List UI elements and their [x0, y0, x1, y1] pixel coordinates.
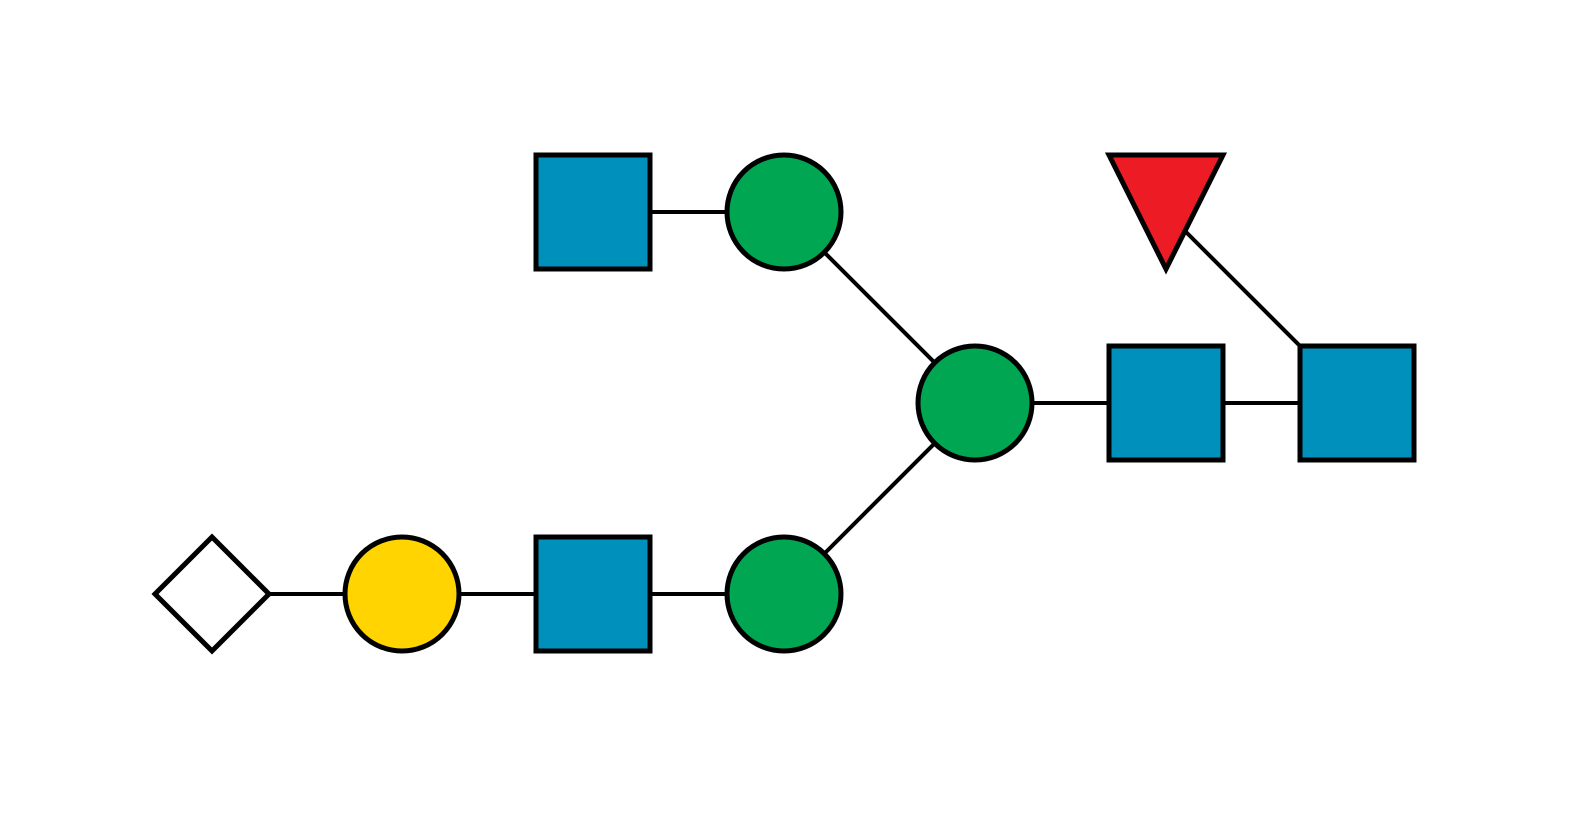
blue-square-icon: [533, 534, 653, 654]
blue-square-icon: [1106, 343, 1226, 463]
green-circle-icon: [724, 534, 844, 654]
green-circle-icon: [724, 152, 844, 272]
residue-symbols: [151, 152, 1417, 655]
green-circle-icon: [915, 343, 1035, 463]
blue-square-icon: [1297, 343, 1417, 463]
yellow-circle-icon: [342, 534, 462, 654]
red-triangle-icon: [1104, 152, 1228, 275]
blue-square-icon: [533, 152, 653, 272]
white-diamond-icon: [151, 533, 273, 655]
